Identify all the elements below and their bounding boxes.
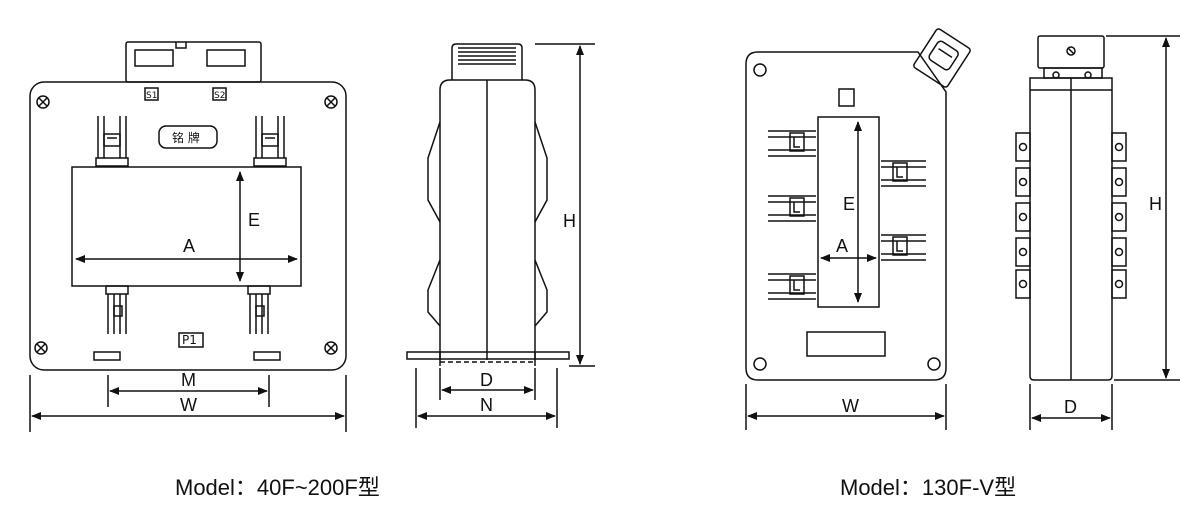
clamp-bracket: [768, 273, 816, 300]
clamp-bracket: [247, 285, 271, 334]
terminal-slot-left: [134, 49, 174, 67]
screw-icon: [1066, 46, 1076, 56]
terminal-s2-label: S2: [214, 91, 225, 101]
model-caption-40f-200f: Model：40F~200F型: [175, 475, 380, 500]
clamp-bracket: [105, 285, 129, 334]
height-label: H: [1149, 194, 1162, 214]
window-height-label: E: [843, 194, 855, 214]
model2-body: [745, 51, 947, 381]
width-label: W: [180, 395, 197, 415]
width-label: W: [842, 396, 859, 416]
depth-label: D: [480, 370, 493, 390]
terminal-slot-right: [206, 49, 246, 67]
primary-p1-box: [178, 332, 204, 348]
clamp-bracket: [768, 130, 816, 157]
model2-side-view: [1015, 35, 1180, 430]
side-terminal-column-right: [1111, 132, 1127, 299]
clamp-bracket: [95, 116, 129, 167]
screw-icon: [324, 95, 338, 109]
mount-label: M: [181, 370, 196, 390]
nameplate: [158, 125, 218, 149]
angled-terminal: [913, 28, 971, 88]
mount-slot: [93, 351, 121, 361]
indicator-square: [838, 88, 855, 107]
clamp-bracket: [253, 116, 287, 167]
terminal-s1-label: S1: [146, 91, 157, 101]
model1-body: [29, 81, 347, 371]
clamp-bracket: [768, 195, 816, 222]
window-width-label: A: [183, 236, 195, 256]
mount-hole: [753, 357, 767, 371]
window-width-label: A: [836, 236, 848, 256]
height-label: H: [563, 211, 576, 231]
model1-window: [71, 166, 302, 287]
mount-hole: [927, 357, 941, 371]
screw-icon: [36, 95, 50, 109]
label-plate: [806, 331, 886, 357]
model1-side-view: [406, 43, 595, 428]
base-label: N: [480, 395, 493, 415]
screw-icon: [34, 341, 48, 355]
screw-icon: [324, 341, 338, 355]
model-caption-130f-v: Model：130F-V型: [840, 475, 1017, 500]
terminal-s1-box: [144, 87, 159, 101]
model1-front-view: [29, 41, 347, 432]
clamp-bracket: [881, 160, 926, 187]
terminal-block: [125, 41, 262, 83]
mount-slot: [253, 351, 281, 361]
terminal-s2-box: [212, 87, 227, 101]
model2-window: [817, 116, 880, 308]
model2-front-view: [745, 28, 971, 430]
window-height-label: E: [248, 210, 260, 230]
mount-hole: [753, 63, 767, 77]
nameplate-label: 铭 牌: [172, 130, 200, 145]
clamp-bracket: [881, 234, 926, 261]
depth-label: D: [1064, 397, 1077, 417]
side-terminal-column-left: [1015, 132, 1031, 299]
primary-p1-label: P1: [182, 333, 197, 347]
